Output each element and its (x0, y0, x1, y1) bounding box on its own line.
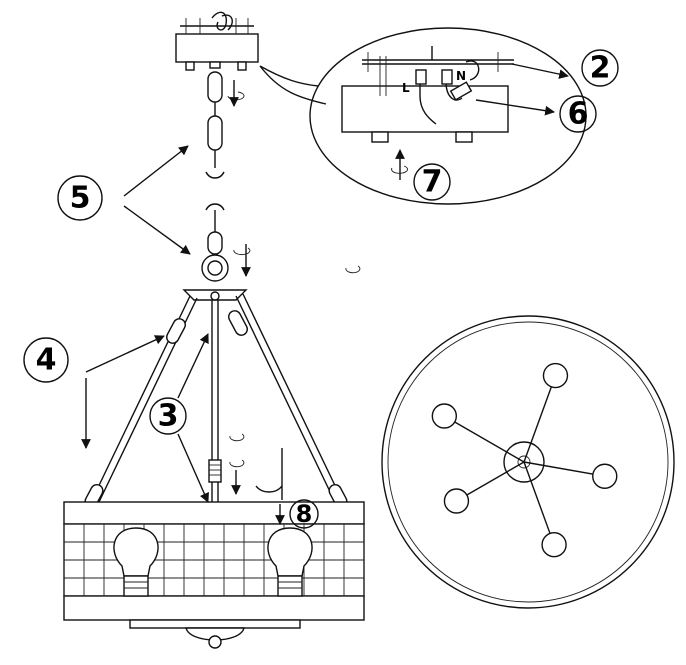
wire-label-neutral: N (456, 69, 466, 83)
callout-4: 4 (23, 335, 165, 449)
drum-cage-shade (63, 501, 365, 649)
callout-2: 2 (581, 49, 619, 87)
callout-bubble-tail (259, 65, 327, 105)
svg-text:5: 5 (70, 181, 91, 216)
svg-text:3: 3 (158, 399, 179, 434)
suspension-chain (201, 71, 361, 282)
ceiling-canopy (175, 11, 259, 107)
callout-3: 3 (149, 333, 209, 503)
spider-arm (443, 415, 525, 463)
callout-7: 7 (413, 163, 451, 201)
spider-arm (523, 461, 555, 545)
wire-label-live: L (402, 81, 410, 95)
spider-arm (456, 461, 525, 502)
spider-arms-top-view (431, 362, 618, 558)
socket-cup (541, 531, 567, 558)
spider-hub (182, 289, 248, 301)
socket-cup (592, 463, 618, 489)
spider-arm (523, 375, 557, 463)
light-bulb-right (267, 527, 313, 597)
wiring-detail-bubble: L N (309, 27, 587, 205)
svg-text:2: 2 (590, 51, 611, 86)
light-bulb-left (113, 527, 159, 597)
top-view-canopy-plate (381, 315, 675, 609)
spider-arm (523, 461, 605, 477)
callout-5: 5 (57, 145, 191, 255)
svg-text:4: 4 (36, 343, 57, 378)
svg-text:8: 8 (296, 500, 313, 528)
socket-cup (542, 362, 569, 389)
svg-text:6: 6 (568, 97, 589, 132)
socket-cup (443, 488, 470, 514)
callout-8: 8 (289, 499, 319, 529)
socket-cup (431, 403, 458, 429)
right-arm (228, 293, 361, 523)
callout-6: 6 (559, 95, 597, 133)
svg-text:7: 7 (422, 165, 443, 200)
